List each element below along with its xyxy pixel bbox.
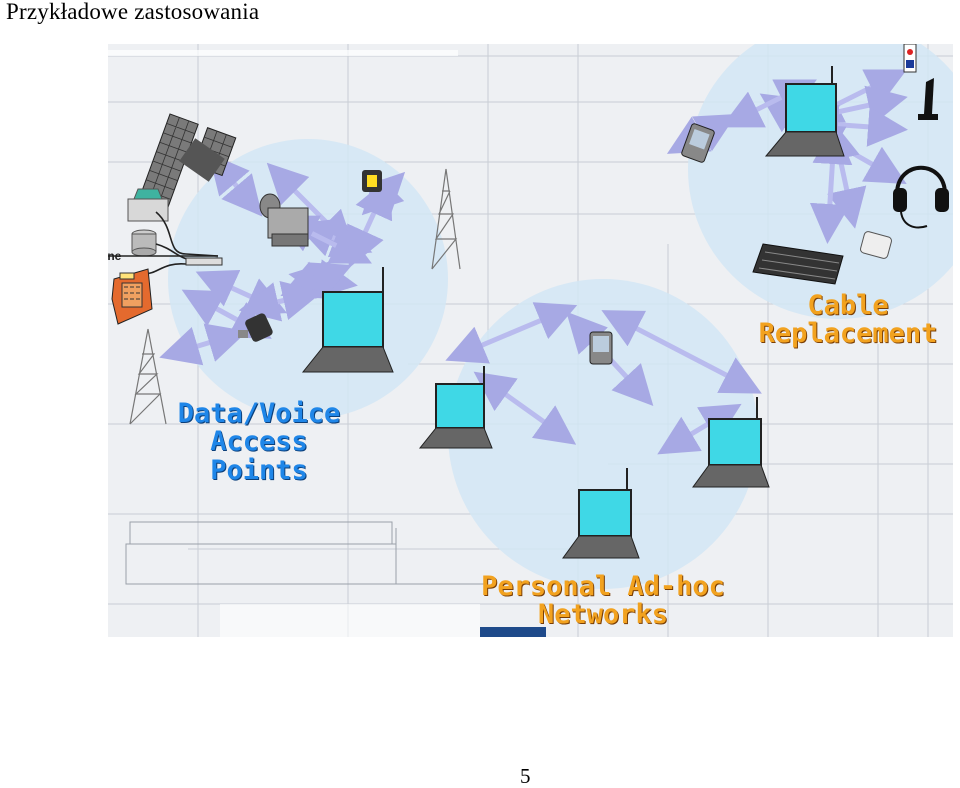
keyboard-icon bbox=[752, 243, 844, 285]
adhoc-networks-label: Personal Ad-hoc Networks bbox=[463, 571, 743, 631]
laptop-icon bbox=[764, 66, 845, 157]
printer-icon bbox=[127, 188, 169, 222]
pda-icon bbox=[589, 331, 613, 365]
radio-tower-icon bbox=[129, 328, 167, 425]
phone-icon bbox=[362, 170, 382, 192]
access-points-label: Data/Voice Access Points bbox=[164, 398, 354, 486]
speaker-icon bbox=[903, 44, 917, 73]
laptop-icon bbox=[562, 468, 640, 559]
laptop-icon bbox=[418, 366, 493, 449]
mouse-icon bbox=[860, 231, 892, 259]
pda-icon bbox=[681, 123, 715, 163]
phone-icon bbox=[238, 313, 273, 342]
bottom-tab-fragment bbox=[480, 627, 546, 637]
modem-icon bbox=[185, 257, 223, 266]
cable-replacement-line1: Cable bbox=[807, 290, 889, 321]
radio-tower-icon bbox=[431, 168, 461, 270]
page-number: 5 bbox=[520, 764, 531, 788]
cable-replacement-label: Cable Replacement bbox=[743, 290, 953, 350]
headset-icon bbox=[893, 165, 949, 229]
joystick-icon bbox=[918, 78, 938, 120]
cable-replacement-line2: Replacement bbox=[758, 318, 938, 350]
adhoc-line1: Personal Ad-hoc bbox=[481, 571, 725, 602]
adhoc-line2: Networks bbox=[537, 599, 669, 631]
wireless-applications-figure: ine bbox=[108, 44, 953, 637]
fax-icon bbox=[131, 229, 157, 257]
background-fragment-text: ine bbox=[108, 249, 122, 263]
slide-title: Przykładowe zastosowania bbox=[6, 0, 260, 24]
access-points-cluster bbox=[168, 139, 448, 419]
access-points-line3: Points bbox=[210, 454, 308, 486]
figure-canvas: ine bbox=[108, 44, 953, 637]
cash-register-icon bbox=[111, 268, 153, 325]
camera-icon bbox=[259, 193, 309, 247]
laptop-icon bbox=[301, 267, 394, 373]
access-points-line1: Data/Voice bbox=[177, 398, 341, 429]
access-points-line2: Access bbox=[210, 426, 308, 458]
laptop-icon bbox=[692, 397, 770, 488]
